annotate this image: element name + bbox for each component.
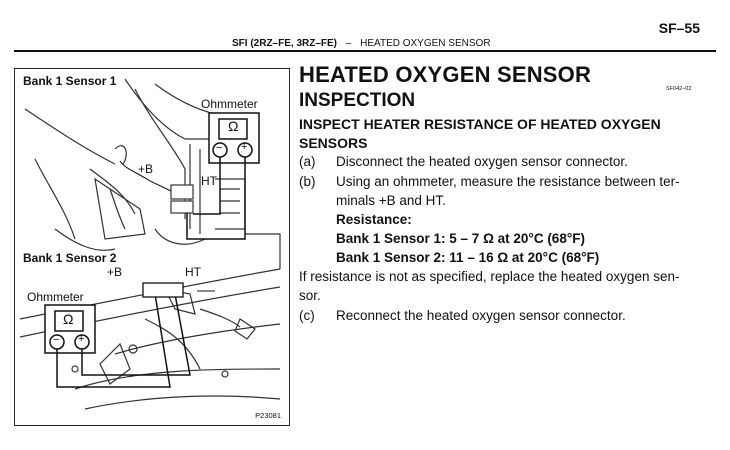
ohmmeter-bottom-label: Ohmmeter <box>27 290 84 304</box>
step-b-text-line1: Using an ohmmeter, measure the resistanc… <box>336 174 680 189</box>
header-section: HEATED OXYGEN SENSOR <box>360 38 491 49</box>
step-c-marker: (c) <box>299 308 315 323</box>
plus-terminal-icon-bottom: + <box>78 333 85 345</box>
ohmmeter-top-label: Ohmmeter <box>201 97 258 111</box>
step-b-marker: (b) <box>299 174 316 189</box>
page-number: SF–55 <box>658 20 700 36</box>
section-code: SF042–02 <box>666 86 692 92</box>
ht-label-top: HT <box>201 174 217 188</box>
note-line1: If resistance is not as specified, repla… <box>299 269 680 284</box>
ht-label-bottom: HT <box>185 265 201 279</box>
procedure-heading-line2: SENSORS <box>299 135 368 151</box>
step-a-text: Disconnect the heated oxygen sensor conn… <box>336 154 628 169</box>
page-subtitle: INSPECTION <box>299 90 416 111</box>
step-c-text: Reconnect the heated oxygen sensor conne… <box>336 308 626 323</box>
running-header: SFI (2RZ–FE, 3RZ–FE) – HEATED OXYGEN SEN… <box>232 38 491 49</box>
sensor1-spec: Bank 1 Sensor 1: 5 – 7 Ω at 20°C (68°F) <box>336 231 585 246</box>
omega-icon-bottom: Ω <box>63 311 74 327</box>
sensor2-label: Bank 1 Sensor 2 <box>23 251 117 265</box>
plus-terminal-icon: + <box>241 141 248 153</box>
inspection-figure: Bank 1 Sensor 1 Ohmmeter Ω − + +B HT Ban… <box>14 68 290 426</box>
figure-code: P23081 <box>255 411 281 420</box>
plus-b-label-top: +B <box>138 162 154 176</box>
header-rule <box>14 50 716 52</box>
minus-terminal-icon: − <box>216 142 223 154</box>
sensor1-label: Bank 1 Sensor 1 <box>23 74 117 88</box>
ohmmeter-bottom-shape <box>44 304 96 354</box>
sensor2-spec: Bank 1 Sensor 2: 11 – 16 Ω at 20°C (68°F… <box>336 250 600 265</box>
minus-terminal-icon-bottom: − <box>53 334 60 346</box>
step-b-text-line2: minals +B and HT. <box>336 193 446 208</box>
omega-icon: Ω <box>228 118 239 134</box>
header-dash: – <box>345 38 352 49</box>
resistance-label: Resistance: <box>336 212 412 227</box>
procedure-heading-line1: INSPECT HEATER RESISTANCE OF HEATED OXYG… <box>299 116 661 132</box>
page-title: HEATED OXYGEN SENSOR <box>299 62 592 87</box>
ohmmeter-top-shape <box>208 112 260 164</box>
header-model: SFI (2RZ–FE, 3RZ–FE) <box>232 38 338 49</box>
figure-illustration <box>19 78 281 410</box>
step-a-marker: (a) <box>299 154 316 169</box>
note-line2: sor. <box>299 288 321 303</box>
plus-b-label-bottom: +B <box>107 265 123 279</box>
